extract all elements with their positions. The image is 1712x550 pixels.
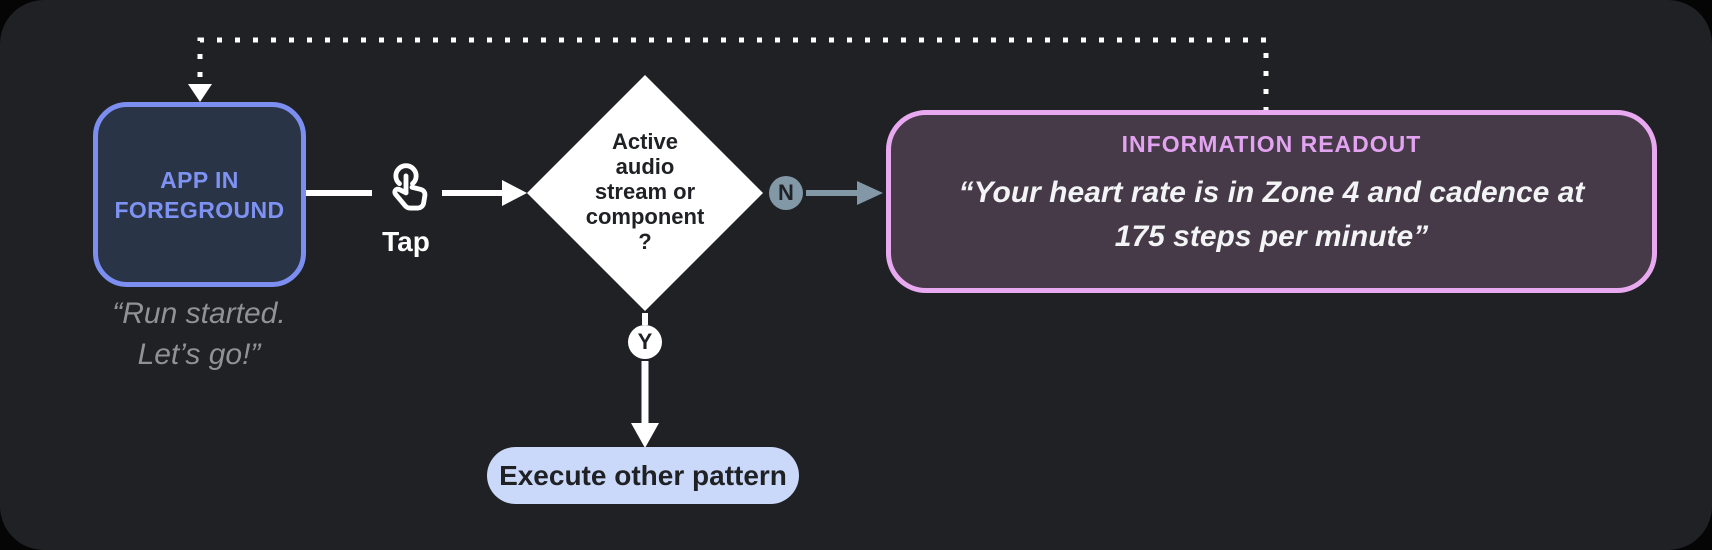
readout-arrowhead-icon <box>857 181 883 205</box>
readout-quote: “Your heart rate is in Zone 4 and cadenc… <box>891 171 1652 259</box>
tap-edge-label: Tap <box>382 226 430 257</box>
caption-line: “Run started. <box>112 297 286 330</box>
decision-line: ? <box>638 229 652 254</box>
execute-other-pattern-node: Execute other pattern <box>487 447 799 504</box>
app-in-foreground-node: APP IN FOREGROUND <box>93 102 306 287</box>
caption-line: Let’s go!” <box>137 338 261 371</box>
readout-title: INFORMATION READOUT <box>1121 131 1422 157</box>
app-node-label: APP IN <box>160 166 239 193</box>
app-node-label: FOREGROUND <box>114 196 285 223</box>
information-readout-node: INFORMATION READOUT “Your heart rate is … <box>886 110 1657 293</box>
feedback-arrowhead-icon <box>188 84 212 102</box>
readout-quote-line: 175 steps per minute” <box>1114 220 1429 253</box>
action-arrowhead-icon <box>631 423 659 448</box>
readout-quote-line: “Your heart rate is in Zone 4 and cadenc… <box>958 176 1585 209</box>
branch-no-badge: N <box>769 176 803 210</box>
decision-line: audio <box>615 154 675 179</box>
decision-line: Active <box>611 129 679 154</box>
feedback-dotted-edge <box>197 37 1269 112</box>
app-voice-caption: “Run started. Let’s go!” <box>59 293 339 375</box>
decision-node-label: Active audio stream or component ? <box>555 129 735 254</box>
touch-tap-gesture-icon <box>392 163 428 211</box>
decision-line: component <box>585 204 705 229</box>
decision-arrowhead-icon <box>502 180 527 206</box>
decision-line: stream or <box>594 179 696 204</box>
branch-yes-badge: Y <box>628 325 662 359</box>
decision-diamond-shape <box>527 75 763 311</box>
